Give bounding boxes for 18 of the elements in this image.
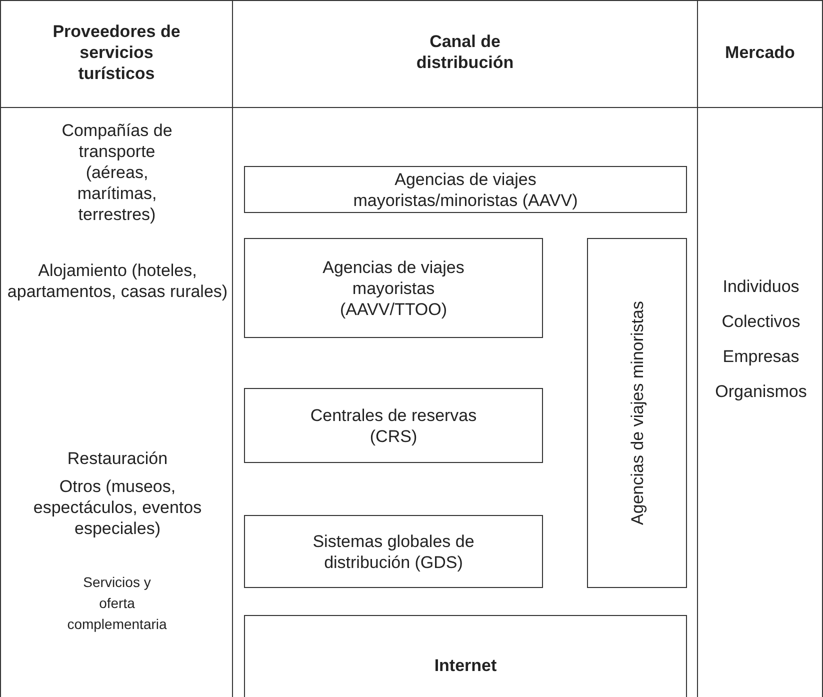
column-header: Proveedores de servicios turísticos <box>0 0 233 108</box>
provider-item: Alojamiento (hoteles, apartamentos, casas rurales) <box>7 260 228 302</box>
market-item: Organismos <box>714 381 808 402</box>
provider-item: Otros (museos, espectáculos, eventos especiales) <box>32 476 203 539</box>
market-item: Individuos <box>722 276 800 297</box>
channel-box: Agencias de viajes mayoristas/minoristas (AAVV) <box>244 166 687 213</box>
box-label: Agencias de viajes minoristas <box>626 301 648 525</box>
channel-box: Sistemas globales de distribución (GDS) <box>244 515 543 588</box>
channel-box: Internet <box>244 615 687 697</box>
provider-item: Compañías de transporte (aéreas, marítimas, terrestres) <box>60 120 174 225</box>
column-header: Mercado <box>697 0 823 108</box>
market-item: Empresas <box>722 346 800 367</box>
market-item: Colectivos <box>720 311 802 332</box>
channel-box: Agencias de viajes mayoristas (AAVV/TTOO) <box>244 238 543 338</box>
channel-box: Centrales de reservas (CRS) <box>244 388 543 463</box>
provider-item: Restauración <box>66 448 169 469</box>
provider-item: Servicios y oferta complementaria <box>67 573 167 634</box>
channel-box <box>587 238 687 588</box>
